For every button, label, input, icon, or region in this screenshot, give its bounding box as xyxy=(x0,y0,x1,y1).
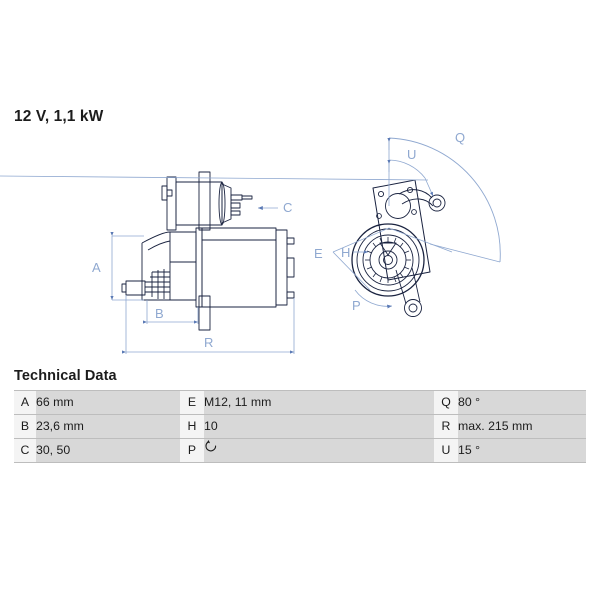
starter-motor-end-view xyxy=(351,179,446,317)
spec-key: B xyxy=(14,414,36,439)
spec-key: U xyxy=(434,438,458,463)
table-row: A 66 mm E M12, 11 mm Q 80 ° xyxy=(14,390,586,415)
starter-motor-side-view xyxy=(121,171,295,331)
spec-value: 80 ° xyxy=(458,390,586,415)
spec-key: P xyxy=(180,438,204,463)
dimension-label-u: U xyxy=(407,147,416,162)
spec-value: 23,6 mm xyxy=(36,414,180,439)
technical-drawing-svg: A B C R xyxy=(0,130,501,354)
dimension-label-a: A xyxy=(92,260,101,275)
dimension-label-c: C xyxy=(283,200,292,215)
technical-data-table: A 66 mm E M12, 11 mm Q 80 ° B 23,6 mm H … xyxy=(14,390,586,463)
spec-key: H xyxy=(180,414,204,439)
spec-key: R xyxy=(434,414,458,439)
spec-value: 10 xyxy=(204,414,434,439)
end-view-dimensions xyxy=(0,137,501,309)
spec-key: A xyxy=(14,390,36,415)
dimension-label-r: R xyxy=(204,335,213,350)
spec-value-rotation xyxy=(204,438,434,463)
dimension-label-b: B xyxy=(155,306,164,321)
counterclockwise-rotation-icon xyxy=(204,440,218,462)
spec-value: 66 mm xyxy=(36,390,180,415)
spec-value: max. 215 mm xyxy=(458,414,586,439)
power-rating: 12 V, 1,1 kW xyxy=(14,108,104,125)
spec-key: Q xyxy=(434,390,458,415)
side-view-dimensions xyxy=(110,206,295,354)
dimension-label-p: P xyxy=(352,298,361,313)
side-view-dimension-labels: A B C R xyxy=(92,200,292,350)
technical-drawings: A B C R xyxy=(0,130,501,354)
technical-data-title: Technical Data xyxy=(14,368,117,384)
spec-key: C xyxy=(14,438,36,463)
dimension-label-q: Q xyxy=(455,130,465,145)
end-view-dimension-labels: E H P Q U xyxy=(314,130,465,313)
dimension-label-e: E xyxy=(314,246,323,261)
spec-key: E xyxy=(180,390,204,415)
spec-value: M12, 11 mm xyxy=(204,390,434,415)
dimension-label-h: H xyxy=(341,245,350,260)
technical-data-section: Technical Data A 66 mm E M12, 11 mm Q 80… xyxy=(14,368,586,463)
table-row: B 23,6 mm H 10 R max. 215 mm xyxy=(14,414,586,439)
table-row: C 30, 50 P U 15 ° xyxy=(14,438,586,463)
spec-value: 15 ° xyxy=(458,438,586,463)
spec-value: 30, 50 xyxy=(36,438,180,463)
